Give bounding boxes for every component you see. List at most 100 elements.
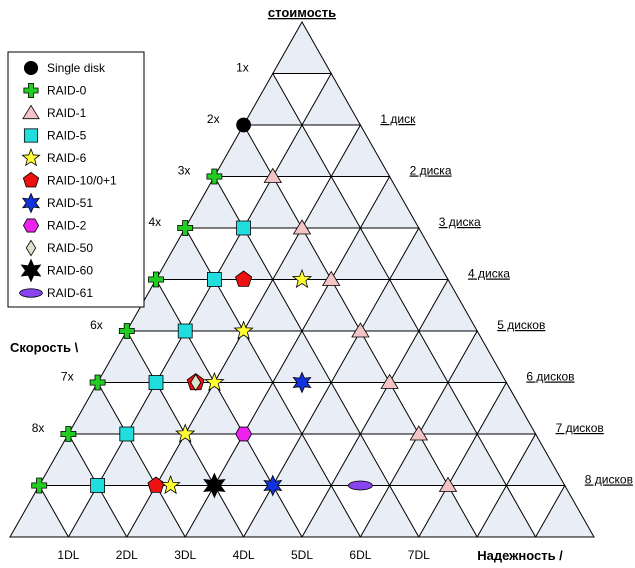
- marker-raid-1: [263, 167, 283, 183]
- title: стоимость: [268, 5, 336, 20]
- disk-count-label: 4 диска: [468, 267, 510, 281]
- grid-cell: [184, 175, 245, 229]
- disk-count-label: 5 дисков: [497, 318, 545, 332]
- grid-cell: [330, 432, 391, 486]
- grid-cell: [359, 381, 420, 435]
- grid-cell: [213, 123, 274, 177]
- marker-raid-51: [292, 371, 312, 394]
- grid-cell: [447, 329, 508, 383]
- legend-icon: [22, 218, 40, 233]
- grid-cell: [67, 484, 128, 538]
- legend-icon: [23, 82, 39, 99]
- dl-level-label: 3DL: [174, 548, 196, 562]
- grid-cell: [184, 484, 245, 538]
- grid-cell: [388, 226, 449, 280]
- grid-cell: [476, 381, 537, 435]
- marker-raid-60: [203, 472, 226, 499]
- grid-cell: [242, 175, 303, 229]
- disk-count-label: 1 диск: [380, 112, 416, 126]
- dl-level-label: 4DL: [233, 548, 255, 562]
- speed-axis-label: Скорость \: [10, 340, 79, 355]
- legend-label: RAID-50: [47, 241, 93, 255]
- marker-raid-6: [160, 474, 181, 495]
- grid-cell: [242, 484, 303, 538]
- cost-level-label: 1x: [236, 61, 249, 75]
- dl-level-label: 6DL: [349, 548, 371, 562]
- grid-cell: [155, 329, 216, 383]
- marker-raid-5: [236, 220, 252, 236]
- grid-cell: [417, 278, 479, 332]
- legend-label: RAID-10/0+1: [47, 174, 117, 188]
- grid-cell: [417, 484, 479, 538]
- marker-single-disk: [236, 117, 252, 133]
- grid-cell: [359, 175, 420, 229]
- grid-cell: [213, 432, 274, 486]
- legend-label: RAID-2: [47, 219, 87, 233]
- grid-cell: [359, 484, 420, 538]
- grid-cell: [96, 432, 157, 486]
- marker-raid-1: [380, 373, 399, 389]
- legend-icon: [22, 104, 40, 120]
- disk-count-label: 7 дисков: [556, 421, 604, 435]
- grid-cell: [38, 432, 99, 486]
- grid-cell: [447, 432, 508, 486]
- grid-cell: [242, 381, 303, 435]
- disk-count-label: 3 диска: [439, 215, 481, 229]
- grid-cell: [242, 72, 303, 126]
- grid-cell: [155, 226, 216, 280]
- marker-raid-1: [351, 322, 370, 338]
- marker-raid-10-0-1: [147, 476, 165, 493]
- marker-raid-1: [292, 219, 312, 235]
- cost-level-label: 6x: [90, 318, 103, 332]
- dl-level-label: 1DL: [57, 548, 79, 562]
- legend-label: RAID-51: [47, 196, 93, 210]
- grid-cell: [271, 432, 333, 486]
- dl-level-label: 2DL: [116, 548, 138, 562]
- grid-cell: [359, 278, 420, 332]
- legend-icon: [21, 192, 41, 214]
- cost-level-label: 7x: [61, 370, 74, 384]
- marker-raid-6: [291, 268, 313, 289]
- grid-cell: [388, 329, 449, 383]
- grid-cell: [301, 278, 362, 332]
- legend-label: Single disk: [47, 61, 106, 75]
- marker-raid-5: [119, 426, 135, 442]
- marker-raid-61: [347, 480, 373, 491]
- marker-raid-6: [233, 320, 254, 340]
- grid-cell: [505, 432, 566, 486]
- marker-raid-0: [148, 271, 164, 288]
- marker-raid-6: [204, 371, 225, 392]
- reliability-axis-label: Надежность /: [477, 548, 563, 563]
- disk-count-label: 2 диска: [410, 164, 452, 178]
- legend-icon: [23, 60, 39, 76]
- grid-cell: [330, 226, 391, 280]
- legend-label: RAID-6: [47, 151, 87, 165]
- cost-level-label: 8x: [32, 421, 45, 435]
- marker-raid-5: [148, 375, 164, 390]
- marker-raid-0: [206, 168, 223, 185]
- marker-raid-5: [177, 323, 193, 339]
- disk-count-label: 8 дисков: [585, 473, 633, 487]
- marker-raid-0: [89, 374, 106, 391]
- legend-icon: [22, 171, 40, 188]
- marker-raid-51: [263, 474, 283, 497]
- raid-markers: [31, 117, 458, 499]
- disk-count-label: 6 дисков: [526, 370, 574, 384]
- grid-cell: [9, 484, 70, 538]
- grid-cell: [67, 381, 128, 435]
- legend-label: RAID-61: [47, 286, 93, 300]
- dl-level-label: 7DL: [408, 548, 430, 562]
- marker-raid-1: [438, 476, 458, 492]
- marker-raid-0: [31, 477, 48, 494]
- grid-cell: [184, 381, 245, 435]
- grid-cell: [301, 381, 362, 435]
- grid-cell: [534, 484, 595, 538]
- marker-raid-0: [60, 426, 77, 442]
- disk-count-labels: 1 диск 2 диска 3 диска 4 диска 5 дисков 6 дис…: [380, 112, 633, 487]
- marker-raid-1: [321, 270, 341, 286]
- legend-label: RAID-0: [47, 84, 87, 98]
- grid-cell: [301, 72, 362, 126]
- legend-icon: [19, 288, 43, 298]
